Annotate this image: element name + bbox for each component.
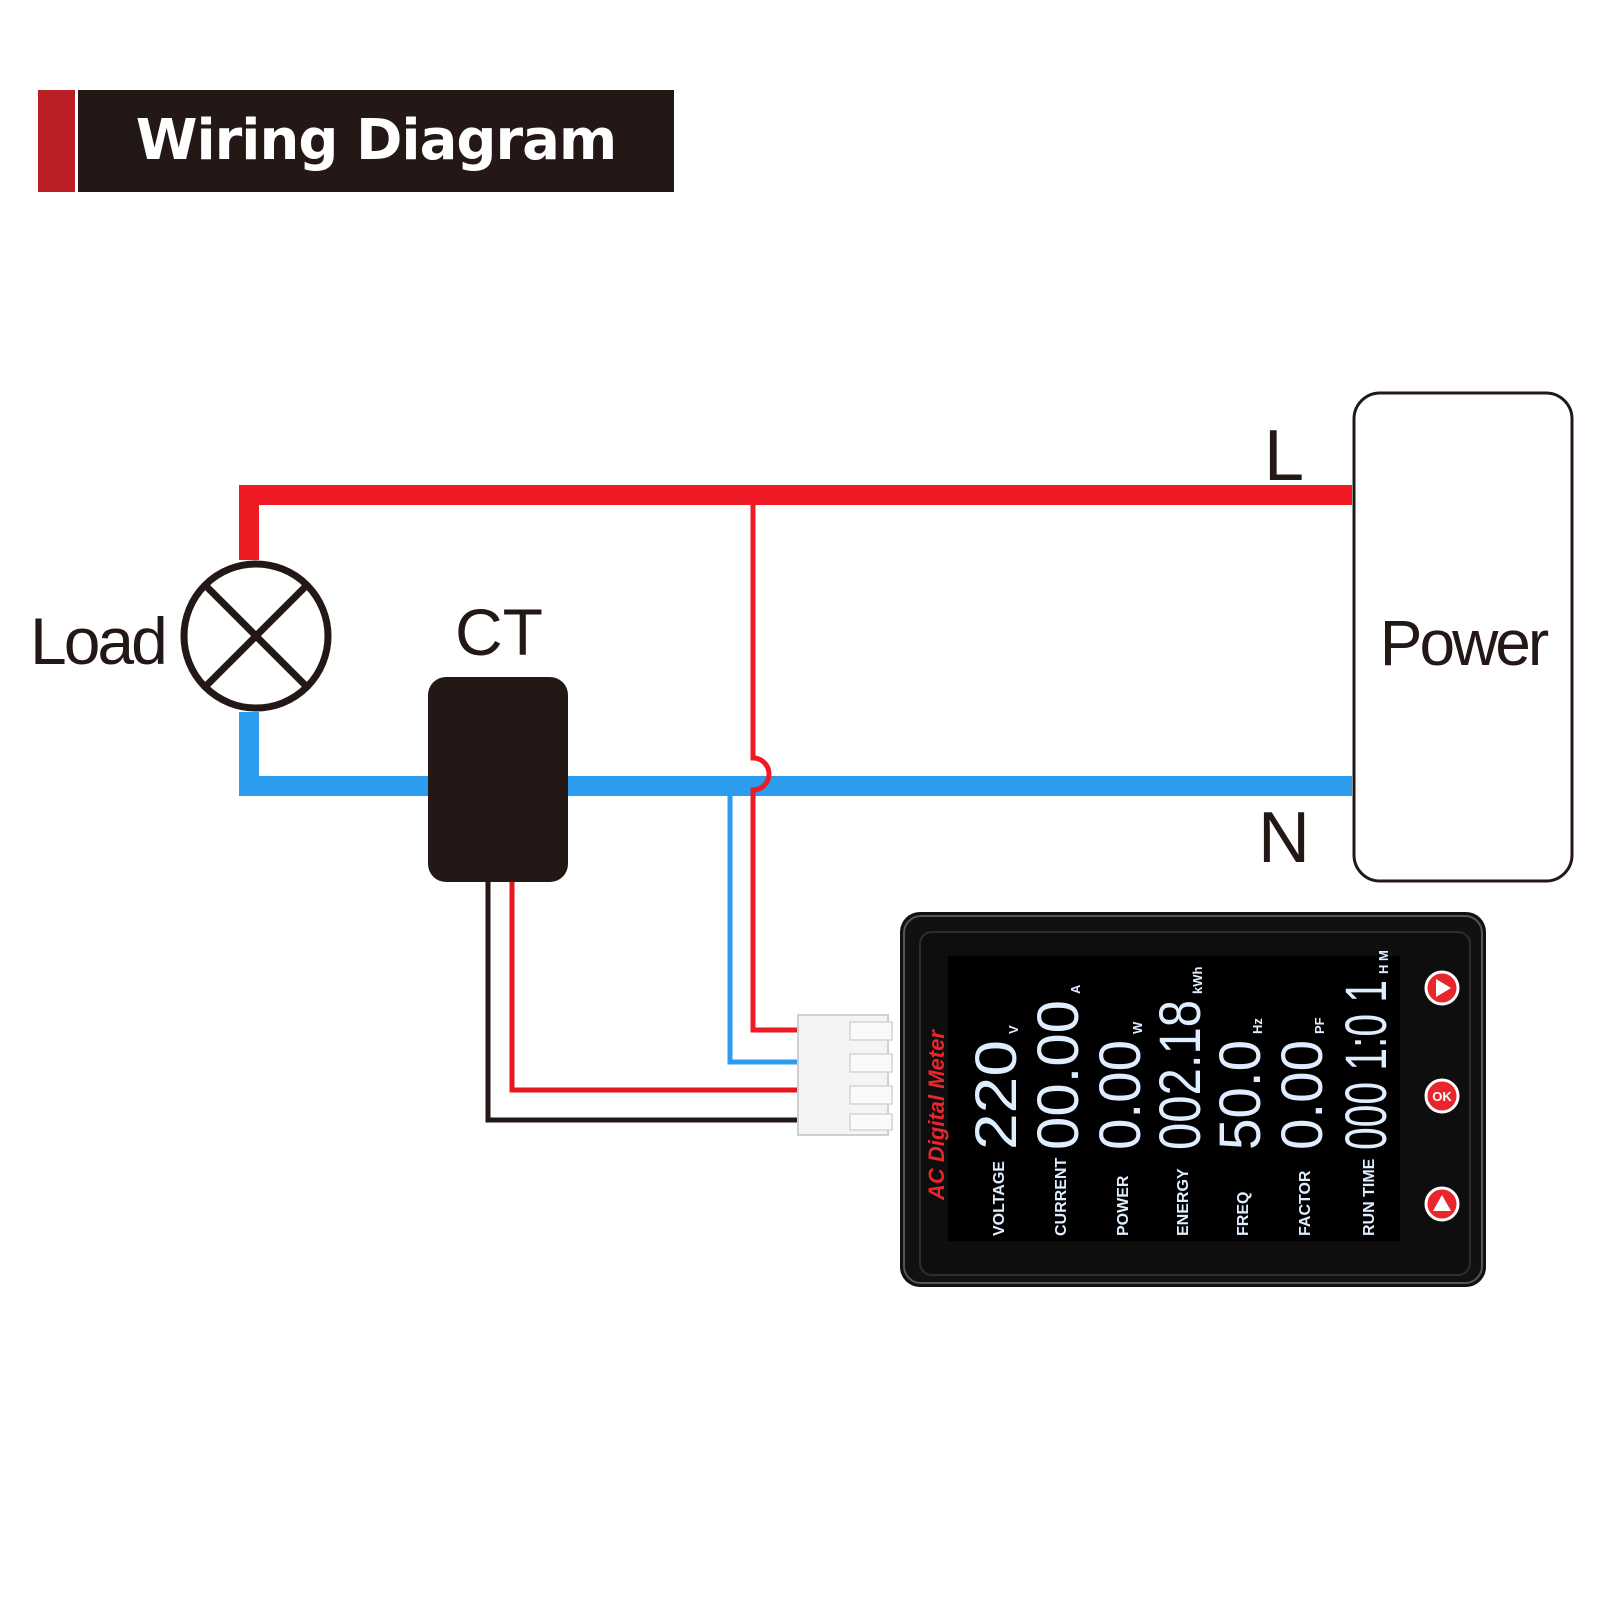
neutral-wire [239, 712, 1352, 796]
ok-button[interactable]: OK [1424, 1078, 1460, 1114]
reading-value: 0.00 [1088, 1040, 1153, 1150]
title-accent-bar [38, 90, 75, 192]
reading-unit: kWh [1190, 967, 1205, 995]
meter-readings: VOLTAGE 220 V CURRENT 00.00 A POWER 0.00 W ENERGY… [964, 950, 1399, 1236]
ct-label: CT [455, 595, 543, 669]
reading-value: 000 1:0 1 [1334, 980, 1399, 1150]
ct-red-wire [509, 880, 800, 1093]
ok-label: OK [1432, 1089, 1452, 1104]
load-lamp-icon [180, 560, 332, 712]
reading-value: 00.00 [1026, 1000, 1091, 1150]
next-button[interactable] [1424, 970, 1460, 1006]
page-title: Wiring Diagram [78, 90, 674, 192]
load-label: Load [30, 604, 165, 678]
title-banner: Wiring Diagram [38, 90, 674, 192]
ac-digital-meter: AC Digital Meter VOLTAGE 220 V CURRENT 00.00… [900, 912, 1486, 1287]
reading-value: 0.00 [1270, 1040, 1335, 1150]
reading-label: CURRENT [1053, 1158, 1070, 1236]
play-icon [1436, 979, 1451, 997]
reading-label: FACTOR [1297, 1170, 1314, 1236]
reading-unit: A [1068, 984, 1083, 994]
reading-unit: W [1130, 1021, 1145, 1034]
reading-label: VOLTAGE [991, 1161, 1008, 1236]
meter-connector [797, 1014, 893, 1136]
reading-value: 002.18 [1148, 1000, 1213, 1150]
neutral-label: N [1258, 798, 1310, 878]
reading-unit: Hz [1250, 1018, 1265, 1034]
reading-value: 220 [964, 1040, 1029, 1150]
reading-value: 50.0 [1208, 1040, 1273, 1150]
live-wire [239, 485, 1352, 560]
ct-sensor [428, 677, 568, 882]
reading-label: ENERGY [1175, 1168, 1192, 1236]
reading-unit: PF [1312, 1017, 1327, 1034]
meter-neutral-wire [727, 788, 800, 1065]
reading-label: FREQ [1235, 1192, 1252, 1236]
meter-live-wire [750, 497, 800, 1033]
lcd-screen [948, 956, 1400, 1241]
meter-brand: AC Digital Meter [924, 1029, 949, 1201]
line-label: L [1264, 416, 1304, 496]
power-label: Power [1380, 607, 1549, 679]
reading-unit: V [1006, 1025, 1021, 1034]
triangle-up-icon [1433, 1195, 1451, 1211]
reading-unit: H M [1376, 950, 1391, 974]
power-box [1352, 391, 1574, 883]
reading-label: POWER [1115, 1175, 1132, 1236]
up-button[interactable] [1424, 1186, 1460, 1222]
reading-label: RUN TIME [1361, 1158, 1378, 1236]
ct-black-wire [485, 880, 800, 1123]
